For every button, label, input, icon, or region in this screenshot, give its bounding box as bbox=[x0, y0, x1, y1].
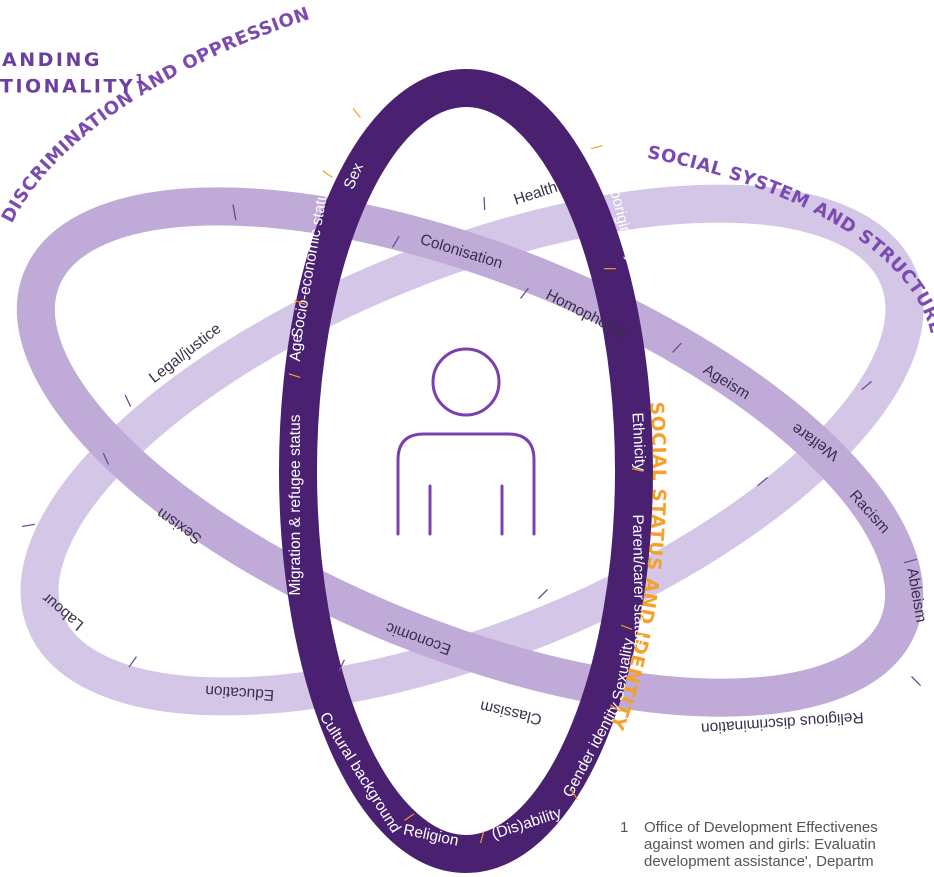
separator: / bbox=[600, 265, 618, 274]
page-heading: ANDING TIONALITY1 bbox=[0, 50, 146, 97]
separator: / bbox=[480, 830, 485, 847]
separator: / bbox=[588, 142, 605, 155]
separator: / bbox=[287, 373, 304, 379]
footnote-line-2: against women and girls: Evaluatin bbox=[644, 836, 876, 853]
footnote-line-3: development assistance', Departm bbox=[644, 853, 874, 870]
social-system-item: Health bbox=[512, 179, 560, 209]
heading-line-1: ANDING bbox=[2, 49, 102, 71]
separator: / bbox=[320, 169, 338, 180]
discrimination-ring bbox=[16, 187, 924, 717]
separator: | bbox=[230, 201, 238, 220]
separator: / bbox=[519, 284, 531, 303]
discrimination-item: Classism bbox=[478, 697, 543, 728]
footnote-line-1: 1 Office of Development Effectivenes bbox=[620, 819, 934, 836]
separator: / bbox=[349, 106, 366, 120]
separator: / bbox=[479, 194, 490, 214]
separator: / bbox=[628, 468, 645, 474]
footnote-number: 1 bbox=[620, 819, 629, 836]
separator: / bbox=[906, 674, 925, 688]
social-status-item: Ethnicity bbox=[628, 412, 648, 472]
separator: / bbox=[127, 652, 138, 672]
footnote: 1 Office of Development Effectivenes agai… bbox=[620, 819, 934, 870]
separator: / bbox=[391, 233, 401, 253]
heading-line-2-text: TIONALITY bbox=[0, 75, 136, 98]
social-status-item: Age bbox=[287, 333, 306, 362]
separator: / bbox=[120, 392, 136, 410]
social-status-item: Parent/carer status bbox=[629, 514, 648, 645]
separator: / bbox=[337, 655, 345, 675]
social-system-ring bbox=[20, 184, 924, 716]
heading-footnote-marker: 1 bbox=[135, 72, 147, 86]
separator: / bbox=[292, 299, 309, 305]
footnote-text-1: Office of Development Effectivenes bbox=[644, 819, 878, 836]
separator: / bbox=[536, 584, 550, 603]
person-icon bbox=[396, 347, 536, 536]
heading-line-2: TIONALITY1 bbox=[0, 71, 146, 97]
social-status-ring bbox=[279, 69, 653, 873]
social-system-item: Education bbox=[205, 682, 275, 704]
separator: / bbox=[608, 703, 626, 713]
separator: / bbox=[619, 624, 636, 630]
social-status-item: Migration & refugee status bbox=[287, 414, 304, 595]
